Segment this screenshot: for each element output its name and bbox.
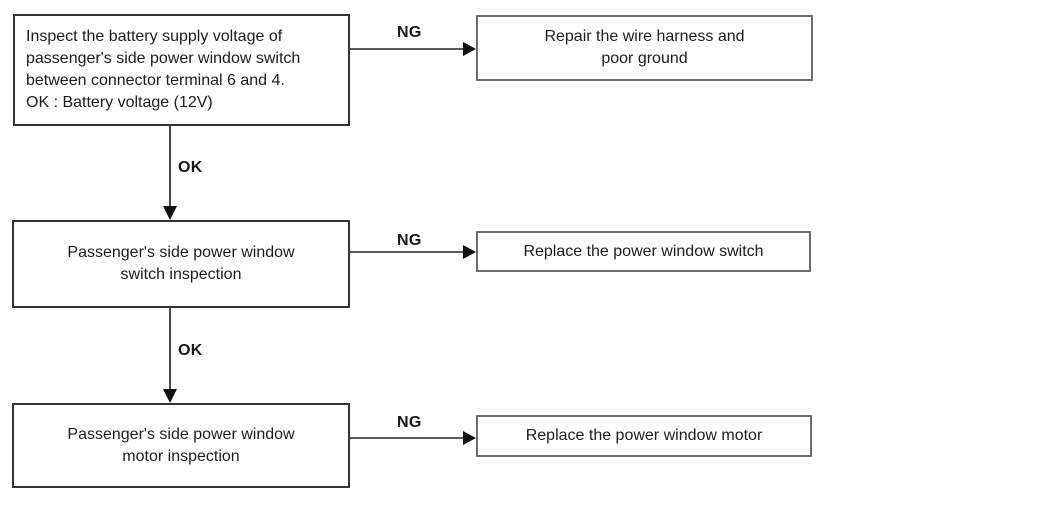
flow-node-repair-harness: Repair the wire harness and poor ground (476, 15, 813, 81)
connector-line (350, 437, 464, 439)
connector-line (350, 251, 464, 253)
flow-node-replace-switch: Replace the power window switch (476, 231, 811, 272)
connector-line (169, 126, 171, 207)
arrowhead-right-icon (463, 245, 476, 259)
edge-label-ok: OK (178, 342, 203, 359)
connector-line (350, 48, 464, 50)
edge-label-ng: NG (397, 232, 422, 249)
arrowhead-down-icon (163, 206, 177, 220)
connector-line (169, 308, 171, 389)
arrowhead-right-icon (463, 431, 476, 445)
flow-node-replace-motor: Replace the power window motor (476, 415, 812, 457)
edge-label-ng: NG (397, 24, 422, 41)
flow-node-battery-voltage-check: Inspect the battery supply voltage of pa… (13, 14, 350, 126)
edge-label-ng: NG (397, 414, 422, 431)
edge-label-ok: OK (178, 159, 203, 176)
flow-node-switch-inspection: Passenger's side power window switch ins… (12, 220, 350, 308)
arrowhead-down-icon (163, 389, 177, 403)
flow-node-motor-inspection: Passenger's side power window motor insp… (12, 403, 350, 488)
arrowhead-right-icon (463, 42, 476, 56)
